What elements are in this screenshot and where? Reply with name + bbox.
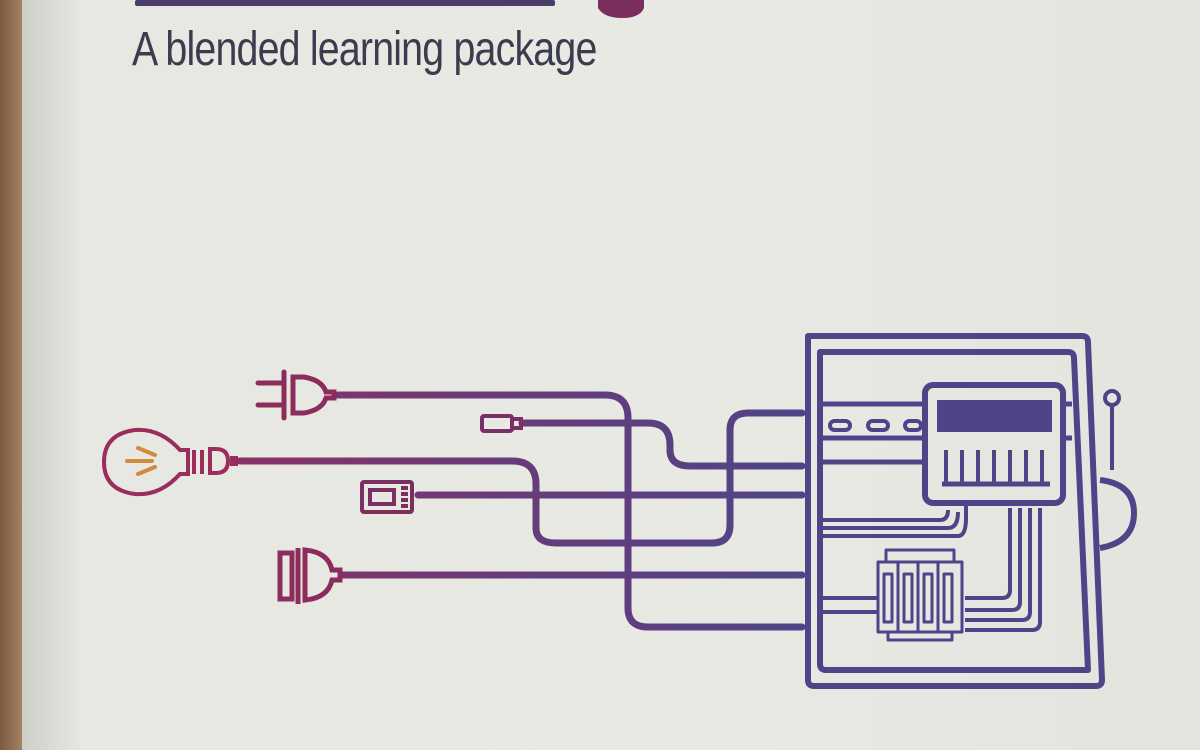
usb-connector-icon bbox=[480, 414, 523, 433]
light-bulb-icon bbox=[101, 427, 238, 497]
electrical-cabinet-icon bbox=[805, 333, 1137, 689]
bulb-glow bbox=[125, 446, 157, 476]
rj45-connector-icon bbox=[360, 480, 414, 514]
cover-subtitle: A blended learning package bbox=[132, 23, 597, 76]
title-fragment bbox=[135, 0, 644, 18]
wire-bulb bbox=[236, 409, 806, 547]
round-plug-icon bbox=[277, 547, 343, 604]
wire-plug bbox=[334, 391, 806, 631]
wire-usb bbox=[518, 419, 806, 470]
power-plug-icon bbox=[255, 369, 337, 421]
book-cover bbox=[22, 0, 1200, 750]
book-spine-shadow bbox=[22, 0, 80, 750]
